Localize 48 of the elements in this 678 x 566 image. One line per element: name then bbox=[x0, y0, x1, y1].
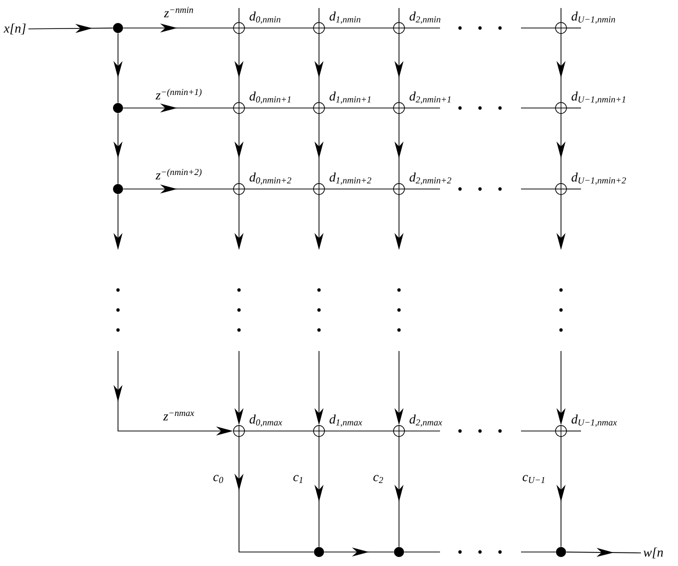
coefficient-label: d$_{2,nmin+2}$ bbox=[410, 172, 452, 185]
coefficient-label: d$_{U−1,nmax}$ bbox=[572, 414, 617, 427]
coefficient-label: d$_{1,nmin+2}$ bbox=[330, 172, 372, 185]
coefficient-label: d$_{U−1,nmin+1}$ bbox=[572, 92, 626, 104]
arrow bbox=[28, 24, 114, 33]
coefficient-label: d$_{2,nmin}$ bbox=[410, 12, 440, 24]
junction-dot bbox=[314, 547, 324, 557]
coefficient-label: d$_{2,nmin+1}$ bbox=[410, 92, 450, 104]
signal-label: x[n] bbox=[4, 24, 26, 34]
coefficient-label: d$_{0,nmax}$ bbox=[250, 414, 282, 427]
signal-line bbox=[520, 188, 556, 190]
signal-line bbox=[560, 8, 562, 23]
coefficient-label: d$_{0,nmin}$ bbox=[250, 11, 280, 24]
edge-label: c$_{U−1}$ bbox=[521, 474, 547, 484]
coefficient-label: d$_{1,nmax}$ bbox=[330, 414, 362, 427]
signal-line bbox=[324, 188, 394, 190]
edge-label: z$^{−(nmin+2)}$ bbox=[154, 168, 204, 180]
edge-label: z$^{−nmax}$ bbox=[162, 410, 196, 422]
signal-line bbox=[324, 430, 394, 432]
junction-dot bbox=[113, 103, 123, 113]
signal-line bbox=[398, 8, 400, 23]
signal-label: w[n bbox=[644, 548, 663, 558]
signal-line bbox=[238, 8, 240, 23]
junction-dot bbox=[113, 23, 123, 33]
signal-line bbox=[566, 430, 582, 432]
signal-line bbox=[520, 430, 556, 432]
signal-line bbox=[244, 188, 314, 190]
coefficient-label: d$_{1,nmin+1}$ bbox=[330, 92, 370, 104]
coefficient-label: d$_{0,nmin+2}$ bbox=[250, 172, 292, 185]
signal-line bbox=[244, 430, 314, 432]
signal-line bbox=[404, 188, 440, 190]
coefficient-label: d$_{1,nmin}$ bbox=[330, 12, 360, 24]
coefficient-label: d$_{2,nmax}$ bbox=[410, 414, 442, 427]
junction-dot bbox=[556, 547, 566, 557]
coefficient-label: d$_{U−1,nmin}$ bbox=[572, 12, 616, 24]
junction-dot bbox=[394, 547, 404, 557]
signal-line bbox=[318, 8, 320, 23]
signal-line bbox=[404, 430, 440, 432]
junction-dot bbox=[113, 184, 123, 194]
edge-label: c$_{2}$ bbox=[372, 474, 385, 484]
edge-label: z$^{−(nmin+1)}$ bbox=[154, 88, 204, 100]
coefficient-label: d$_{0,nmin+1}$ bbox=[250, 91, 290, 104]
arrow bbox=[566, 548, 642, 557]
edge-label: z$^{−nmin}$ bbox=[163, 6, 195, 18]
signal-line bbox=[566, 188, 582, 190]
coefficient-label: d$_{U−1,nmin+2}$ bbox=[572, 172, 626, 185]
edge-label: c$_{1}$ bbox=[292, 474, 305, 484]
edge-label: c$_{0}$ bbox=[212, 474, 225, 484]
